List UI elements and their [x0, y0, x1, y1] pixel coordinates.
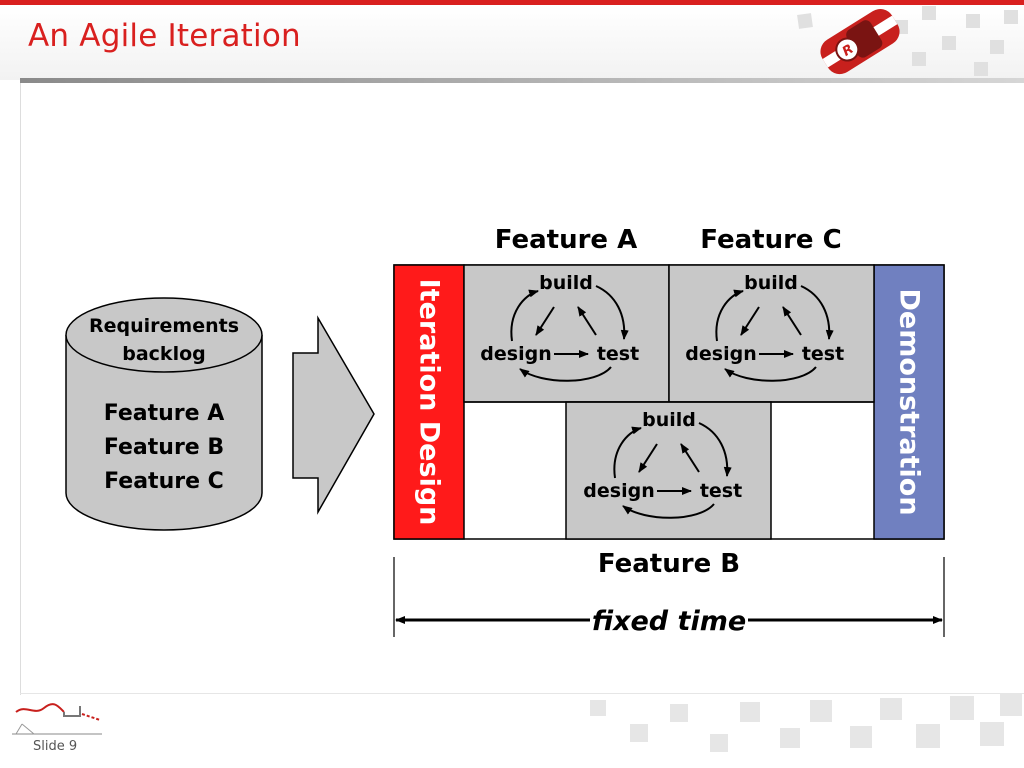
backlog-item: Feature A [104, 401, 225, 426]
slide-number: Slide 9 [33, 739, 78, 754]
cycle-build-label: build [744, 272, 798, 294]
iteration-design-column [393, 264, 465, 540]
feature-c-label: Feature C [700, 225, 841, 255]
feature-c-box [668, 264, 875, 403]
backlog-header-line1: Requirements [89, 315, 239, 337]
cycle-design-label: design [480, 343, 551, 365]
feature-a-label: Feature A [495, 225, 637, 255]
feature-b-label: Feature B [598, 549, 740, 579]
cycle-test-label: test [597, 343, 639, 365]
feature-a-box [463, 264, 670, 403]
backlog-header-line2: backlog [122, 343, 206, 365]
fixed-time-label: fixed time [592, 606, 746, 637]
cycle-feature-a: build design test [480, 272, 639, 382]
cycle-design-label: design [685, 343, 756, 365]
requirements-backlog-cylinder: Requirements backlog Feature A Feature B… [65, 297, 263, 531]
fixed-time-dimension: fixed time [393, 557, 945, 637]
demonstration-label: Demonstration [894, 288, 925, 515]
footer-logo-icon [12, 698, 102, 740]
cycle-design-label: design [583, 480, 654, 502]
demonstration-column [873, 264, 945, 540]
slide-title: An Agile Iteration [28, 18, 301, 54]
cycle-feature-c: build design test [685, 272, 844, 382]
iteration-design-label: Iteration Design [414, 279, 445, 526]
cycle-test-label: test [700, 480, 742, 502]
backlog-item: Feature C [104, 469, 224, 494]
backlog-item: Feature B [104, 435, 224, 460]
race-car-logo-icon: R [797, 6, 1018, 76]
bottom-border [20, 693, 1024, 694]
flow-arrow [292, 315, 375, 515]
top-accent-bar [0, 0, 1024, 5]
cycle-test-label: test [802, 343, 844, 365]
cycle-build-label: build [642, 409, 696, 431]
cycle-feature-b: build design test [583, 409, 742, 519]
checker-pattern [590, 694, 1022, 752]
left-border [20, 83, 21, 695]
header-divider [20, 78, 1024, 83]
cycle-build-label: build [539, 272, 593, 294]
